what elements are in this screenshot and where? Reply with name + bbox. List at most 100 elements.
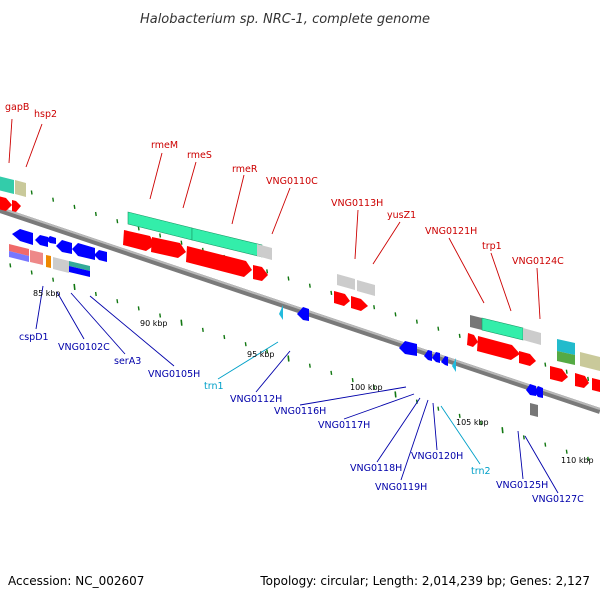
region-VNG0105H-c[interactable] [69, 266, 90, 277]
gene-label-hsp2[interactable]: hsp2 [34, 109, 57, 120]
gene-label-rmeR[interactable]: rmeR [232, 164, 258, 175]
feature-hsp2[interactable] [15, 180, 26, 197]
scale-tick [437, 406, 440, 411]
leader-VNG0120H [432, 402, 438, 451]
gene-label-VNG0117H[interactable]: VNG0117H [318, 420, 370, 431]
gene-label-rmeS[interactable]: rmeS [187, 150, 212, 161]
gene-label-VNG0116H[interactable]: VNG0116H [274, 406, 326, 417]
cds-VNG0110C[interactable] [253, 265, 268, 281]
gene-label-VNG0113H[interactable]: VNG0113H [331, 198, 383, 209]
cds-rev-5[interactable] [72, 243, 95, 260]
scale-label: 95 kbp [247, 350, 275, 359]
feature-gapB[interactable] [0, 176, 14, 194]
scale-tick [308, 283, 311, 288]
rna-trn2[interactable] [452, 358, 456, 372]
region-VNG0105H-a[interactable] [53, 257, 69, 273]
gene-label-trp1[interactable]: trp1 [482, 241, 502, 252]
region-VNG0110C[interactable] [257, 244, 272, 260]
cds-VNG0121H[interactable] [467, 333, 478, 347]
gene-label-VNG0124C[interactable]: VNG0124C [512, 256, 564, 267]
cds-rev-2[interactable] [35, 235, 48, 247]
cds-VNG0119H[interactable] [441, 356, 448, 366]
cds-rev-1[interactable] [12, 229, 33, 245]
cds-right-1[interactable] [550, 366, 568, 382]
region-VNG0113H[interactable] [337, 274, 355, 290]
cds-hsp2[interactable] [12, 200, 21, 212]
cds-yusZ1[interactable] [351, 296, 368, 311]
cds-gapB[interactable] [0, 196, 12, 211]
scale-tick [201, 327, 204, 333]
scale-tick [544, 362, 547, 367]
region-VNG0124C[interactable] [523, 328, 541, 345]
scale-tick [137, 306, 140, 311]
gene-label-VNG0127C[interactable]: VNG0127C [532, 494, 584, 505]
cds-rev-6[interactable] [94, 250, 107, 262]
gene-label-trn2[interactable]: trn2 [471, 466, 491, 477]
gene-label-yusZ1[interactable]: yusZ1 [387, 210, 416, 221]
gene-label-VNG0112H[interactable]: VNG0112H [230, 394, 282, 405]
region-VNG0127C[interactable] [530, 403, 538, 417]
region-trp1[interactable] [481, 317, 524, 341]
region-right-1[interactable] [557, 339, 575, 355]
region-right-2[interactable] [557, 351, 575, 365]
region-yusZ1[interactable] [357, 280, 375, 296]
cds-right-2[interactable] [575, 373, 589, 388]
scale-tick [52, 197, 55, 202]
gene-label-VNG0121H[interactable]: VNG0121H [425, 226, 477, 237]
scale-tick [180, 319, 183, 326]
cds-VNG0127C[interactable] [534, 386, 543, 398]
accession-text: Accession: NC_002607 [8, 574, 144, 588]
gene-label-VNG0102C[interactable]: VNG0102C [58, 342, 110, 353]
leader-VNG0112H [255, 350, 291, 393]
gene-label-serA3[interactable]: serA3 [114, 356, 141, 367]
cds-rmeM[interactable] [123, 230, 155, 251]
scale-tick [159, 233, 162, 238]
leader-VNG0124C [536, 267, 541, 320]
rna-trn1[interactable] [279, 305, 283, 320]
gene-label-VNG0125H[interactable]: VNG0125H [496, 480, 548, 491]
cds-rev-3[interactable] [46, 236, 56, 244]
gene-label-trn1[interactable]: trn1 [204, 381, 224, 392]
scale-tick [394, 312, 397, 317]
gene-label-gapB[interactable]: gapB [5, 102, 29, 113]
cds-VNG0125H[interactable] [526, 384, 536, 396]
cds-VNG0113H[interactable] [334, 291, 350, 306]
region-VNG0102C[interactable] [30, 250, 43, 265]
cds-rev-4[interactable] [56, 240, 72, 254]
leader-VNG0118H [376, 397, 421, 463]
cds-trp1[interactable] [477, 336, 520, 360]
leader-trn1 [217, 341, 279, 380]
leader-serA3 [70, 292, 126, 355]
cds-rmeR[interactable] [186, 246, 252, 277]
scale-label: 105 kbp [456, 418, 489, 427]
cds-VNG0116H[interactable] [399, 341, 417, 356]
region-cspD1-b[interactable] [9, 251, 29, 262]
cds-rmeS[interactable] [151, 237, 186, 258]
gene-label-rmeM[interactable]: rmeM [151, 140, 178, 151]
scale-labels: 85 kbp 90 kbp 95 kbp 100 kbp 105 kbp 110… [33, 289, 594, 465]
cds-VNG0117H[interactable] [424, 350, 432, 361]
forward-gene-labels: gapB hsp2 rmeM rmeS rmeR VNG0110C VNG011… [5, 102, 564, 267]
region-right-3[interactable] [580, 352, 600, 371]
cds-right-3[interactable] [592, 378, 600, 392]
gene-label-VNG0110C[interactable]: VNG0110C [266, 176, 318, 187]
leader-VNG0102C [56, 291, 85, 340]
gene-label-VNG0119H[interactable]: VNG0119H [375, 482, 427, 493]
gene-label-cspD1[interactable]: cspD1 [19, 332, 49, 343]
cds-VNG0124C[interactable] [519, 351, 536, 366]
scale-label: 100 kbp [350, 383, 383, 392]
region-VNG0121H[interactable] [470, 315, 482, 330]
region-VNG0105H-b[interactable] [69, 261, 90, 271]
scale-tick [501, 427, 504, 434]
region-cspD1[interactable] [9, 244, 29, 256]
cds-VNG0112H[interactable] [297, 307, 309, 321]
scale-tick [223, 334, 226, 340]
gene-label-VNG0105H[interactable]: VNG0105H [148, 369, 200, 380]
leader-VNG0116H [299, 386, 407, 406]
region-serA3[interactable] [46, 255, 51, 268]
gene-label-VNG0118H[interactable]: VNG0118H [350, 463, 402, 474]
cds-VNG0118H[interactable] [432, 352, 440, 363]
gene-label-VNG0120H[interactable]: VNG0120H [411, 451, 463, 462]
leader-VNG0117H [343, 393, 415, 420]
scale-tick [30, 270, 33, 275]
